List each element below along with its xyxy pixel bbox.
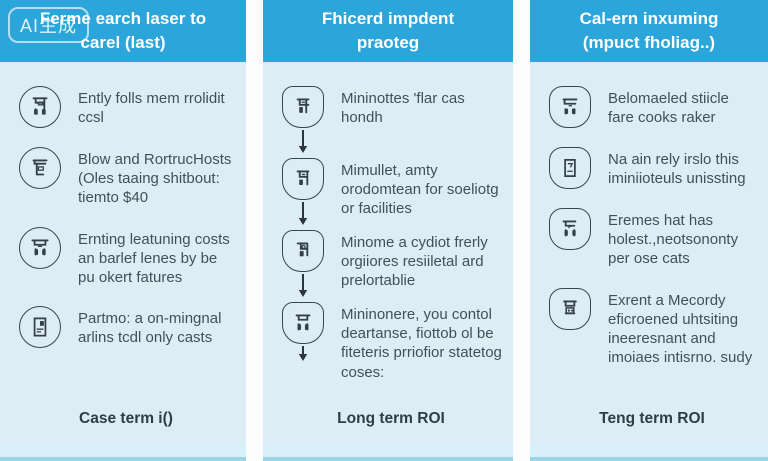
list-item: Mininonere, you contol deartanse, fiotto…: [279, 302, 503, 382]
item-label: Belomaeled stiicle fare cooks raker: [608, 90, 729, 127]
item-label: Mimullet, amty orodomtean for soeliotg o…: [341, 162, 499, 218]
list-item: Mimullet, amty orodomtean for soeliotg o…: [279, 158, 503, 226]
column-incoming: Cal-ern inxuming (mpuct fholiag..) Belom…: [530, 0, 768, 461]
document-icon: [19, 306, 61, 349]
column-long-term: Fhicerd impdent praoteg Mininottes 'flar…: [263, 0, 513, 461]
list-item: Belomaeled stiicle fare cooks raker: [546, 86, 758, 128]
icon-cell: [16, 86, 64, 128]
column-body: Ently folls mem rrolidit ccsl Blow and R…: [0, 62, 246, 444]
machine-icon: [282, 302, 324, 344]
item-label: Mininonere, you contol deartanse, fiotto…: [341, 306, 502, 381]
column-footer-label: Long term ROI: [337, 410, 445, 427]
machine-icon: [19, 147, 61, 189]
down-arrow-icon: [298, 274, 308, 297]
document-icon: [549, 147, 591, 189]
machine-icon: [549, 287, 591, 330]
icon-cell: [546, 208, 594, 250]
item-label: Exrent a Mecordy eficroened uhtsiting in…: [608, 291, 753, 367]
list-item: Minome a cydiot frerly orgiiores resiile…: [279, 230, 503, 298]
item-label: Na ain rely irslo this iminiioteuls unis…: [608, 151, 746, 188]
machine-icon: [19, 226, 61, 269]
list-item: Mininottes 'flar cas hondh: [279, 86, 503, 154]
item-label: Eremes hat has holest.,neotsononty per o…: [608, 212, 739, 268]
column-header: Fhicerd impdent praoteg: [263, 0, 513, 62]
item-label: Minome a cydiot frerly orgiiores resiile…: [341, 234, 488, 290]
column-footer-label: Case term i(): [79, 410, 173, 427]
machine-icon: [19, 86, 61, 128]
icon-cell: [546, 86, 594, 128]
item-label: Blow and RortrucHosts (Oles taaing shitb…: [78, 151, 232, 207]
column-footer-label: Teng term ROI: [599, 410, 705, 427]
ai-generated-watermark: AI生成: [8, 7, 90, 43]
icon-cell: [16, 226, 64, 269]
machine-icon: [549, 208, 591, 250]
icon-cell: [279, 302, 327, 362]
item-label: Ernting leatuning costs an barlef lenes …: [78, 230, 230, 286]
column-short-term: Ferme earch laser to carel (last) Ently …: [0, 0, 246, 461]
down-arrow-icon: [298, 346, 308, 361]
column-header: Ferme earch laser to carel (last): [0, 0, 246, 62]
column-bottom-strip: [263, 444, 513, 461]
list-item: Eremes hat has holest.,neotsononty per o…: [546, 208, 758, 269]
item-label: Mininottes 'flar cas hondh: [341, 90, 465, 127]
icon-cell: [279, 86, 327, 154]
icon-cell: [16, 306, 64, 349]
item-label: Ently folls mem rrolidit ccsl: [78, 90, 225, 127]
down-arrow-icon: [298, 202, 308, 225]
icon-cell: [546, 287, 594, 330]
machine-icon: [549, 86, 591, 128]
icon-cell: [279, 158, 327, 226]
list-item: Blow and RortrucHosts (Oles taaing shitb…: [16, 147, 236, 208]
icon-cell: [546, 147, 594, 189]
column-bottom-strip: [0, 444, 246, 461]
list-item: Partmo: a on-mingnal arlins tcdl only ca…: [16, 306, 236, 349]
column-header: Cal-ern inxuming (mpuct fholiag..): [530, 0, 768, 62]
list-item: Exrent a Mecordy eficroened uhtsiting in…: [546, 287, 758, 368]
icon-cell: [279, 230, 327, 298]
machine-icon: [282, 230, 324, 272]
item-label: Partmo: a on-mingnal arlins tcdl only ca…: [78, 310, 222, 347]
icon-cell: [16, 147, 64, 189]
machine-icon: [282, 158, 324, 200]
down-arrow-icon: [298, 130, 308, 153]
list-item: Ernting leatuning costs an barlef lenes …: [16, 226, 236, 288]
column-bottom-strip: [530, 444, 768, 461]
column-body: Mininottes 'flar cas hondh Mimullet, amt…: [263, 62, 513, 444]
list-item: Na ain rely irslo this iminiioteuls unis…: [546, 147, 758, 189]
column-body: Belomaeled stiicle fare cooks raker Na a…: [530, 62, 768, 444]
machine-icon: [282, 86, 324, 128]
list-item: Ently folls mem rrolidit ccsl: [16, 86, 236, 128]
